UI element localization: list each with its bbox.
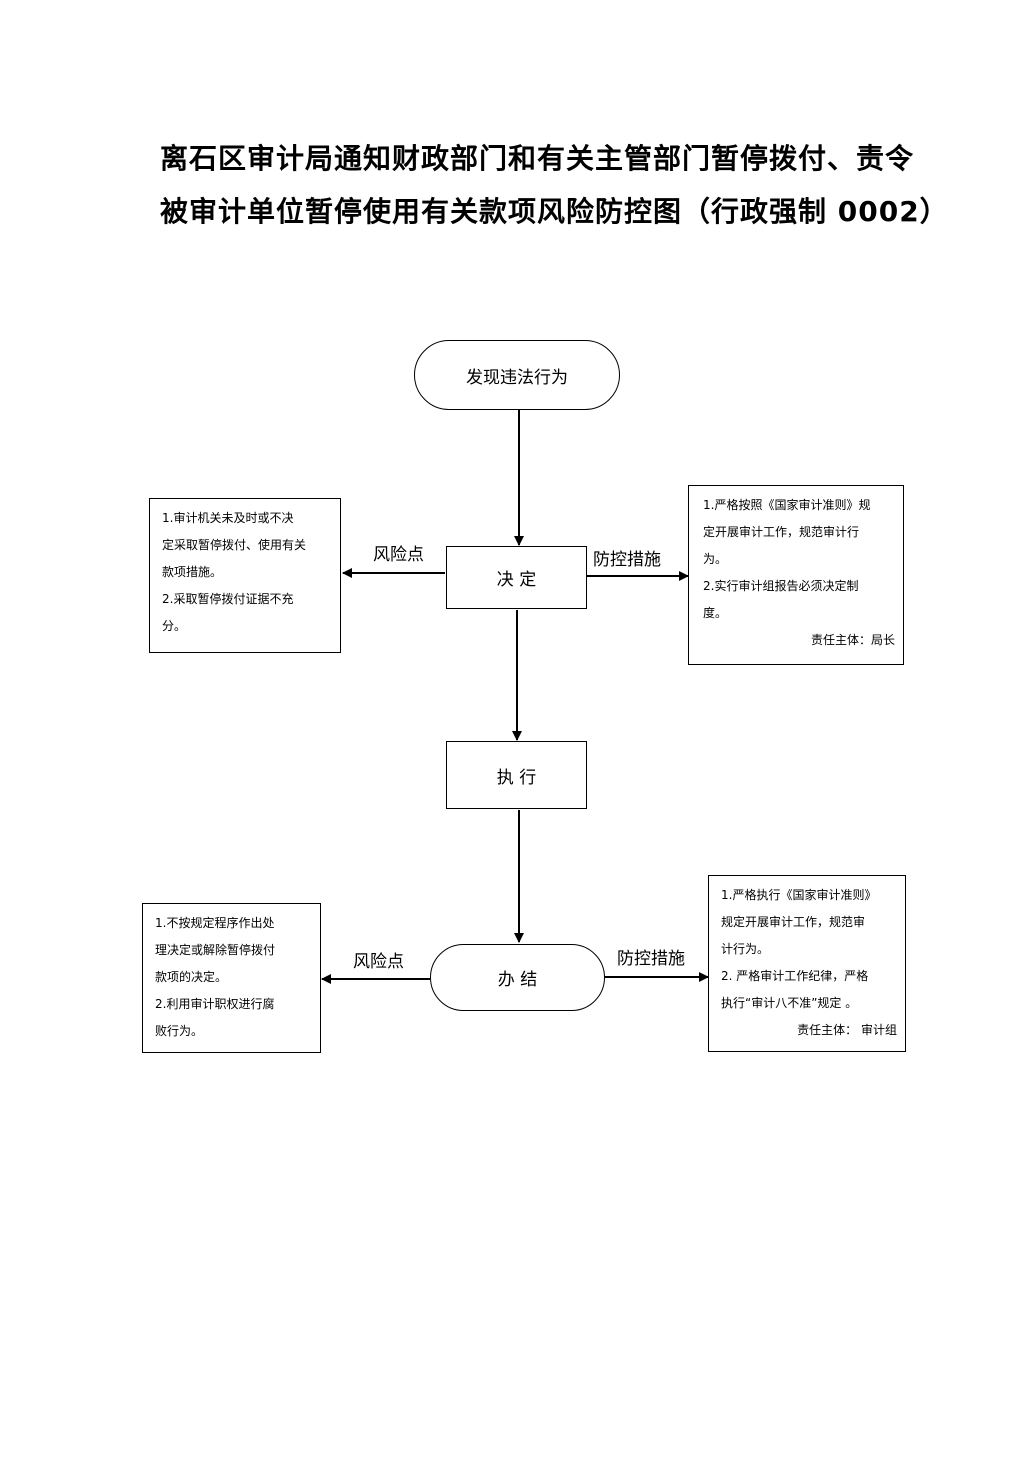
risk-box-1-line: 1.审计机关未及时或不决 (162, 511, 294, 525)
control-label-1: 防控措施 (593, 550, 661, 570)
risk-point-label-1: 风险点 (373, 545, 424, 565)
control-box-2-line: 计行为。 (721, 942, 770, 956)
risk-box-1: 1.审计机关未及时或不决 定采取暂停拨付、使用有关 款项措施。 2.采取暂停拨付… (149, 498, 341, 653)
control-box-1-line: 为。 (703, 552, 728, 566)
control-box-2-line: 规定开展审计工作，规范审 (721, 915, 866, 929)
risk-box-1-line: 2.采取暂停拨付证据不充 (162, 592, 294, 606)
risk-box-2-line: 1.不按规定程序作出处 (155, 916, 275, 930)
risk-box-1-line: 款项措施。 (162, 565, 223, 579)
control-box-2: 1.严格执行《国家审计准则》 规定开展审计工作，规范审 计行为。 2. 严格审计… (708, 875, 906, 1052)
risk-box-2-line: 理决定或解除暂停拨付 (155, 943, 276, 957)
control-box-2-line: 1.严格执行《国家审计准则》 (721, 888, 877, 902)
control-box-1-line: 定开展审计工作，规范审计行 (703, 525, 860, 539)
node-conclude: 办 结 (430, 944, 605, 1011)
responsible-party-2: 责任主体： 审计组 (797, 1023, 897, 1037)
responsible-party-1: 责任主体：局长 (810, 633, 895, 647)
title-line-2: 被审计单位暂停使用有关款项风险防控图（行政强制 0002） (160, 195, 949, 228)
risk-box-1-line: 定采取暂停拨付、使用有关 (162, 538, 307, 552)
risk-box-1-line: 分。 (162, 619, 187, 633)
node-start: 发现违法行为 (414, 340, 620, 410)
node-decide: 决 定 (446, 546, 587, 609)
control-box-2-line: 2. 严格审计工作纪律，严格 (721, 969, 869, 983)
control-box-1-line: 度。 (703, 606, 728, 620)
control-label-2: 防控措施 (617, 949, 685, 969)
risk-box-2: 1.不按规定程序作出处 理决定或解除暂停拨付 款项的决定。 2.利用审计职权进行… (142, 903, 321, 1053)
risk-box-2-line: 2.利用审计职权进行腐 (155, 997, 275, 1011)
title-line-1: 离石区审计局通知财政部门和有关主管部门暂停拨付、责令 (160, 142, 915, 175)
node-execute: 执 行 (446, 741, 587, 809)
control-box-1-line: 2.实行审计组报告必须决定制 (703, 579, 859, 593)
risk-point-label-2: 风险点 (353, 952, 404, 972)
risk-box-2-line: 款项的决定。 (155, 970, 228, 984)
control-box-2-line: 执行“审计八不准”规定 。 (721, 996, 858, 1010)
control-box-1-line: 1.严格按照《国家审计准则》规 (703, 498, 871, 512)
risk-box-2-line: 败行为。 (155, 1024, 204, 1038)
control-box-1: 1.严格按照《国家审计准则》规 定开展审计工作，规范审计行 为。 2.实行审计组… (688, 485, 904, 665)
